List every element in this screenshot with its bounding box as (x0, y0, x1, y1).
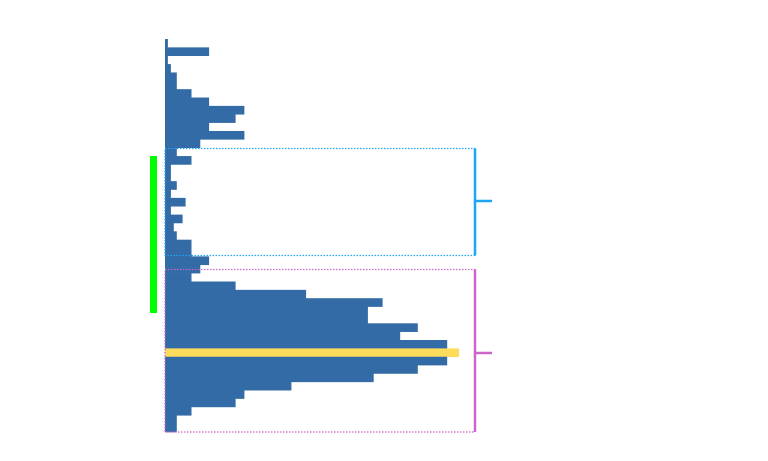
profile-bar (165, 139, 201, 148)
profile-bar (165, 105, 245, 115)
profile-bar (165, 281, 236, 291)
profile-bar (165, 373, 374, 383)
profile-bar (165, 356, 448, 366)
green-range-marker (150, 156, 157, 313)
profile-bar (165, 130, 245, 140)
profile-bar (165, 365, 418, 374)
profile-bar (165, 189, 171, 199)
profile-bar (165, 147, 177, 157)
profile-bar (165, 181, 177, 190)
profile-bar (165, 206, 171, 215)
profile-bar (165, 55, 168, 65)
profile-bar (165, 172, 171, 182)
point-of-control-bar (165, 348, 459, 358)
profile-bar (165, 390, 245, 399)
profile-bar (165, 114, 236, 123)
profile-bar (165, 164, 171, 174)
profile-bar (165, 340, 448, 349)
profile-bar (165, 406, 192, 416)
profile-bar (165, 72, 177, 82)
profile-bar (165, 306, 368, 316)
profile-bar (165, 231, 177, 240)
profile-bar (165, 214, 183, 224)
profile-bar (165, 423, 177, 433)
profile-bar (165, 222, 174, 232)
profile-bar (165, 264, 201, 274)
profile-bars (165, 39, 459, 433)
profile-bar (165, 80, 177, 90)
profile-bar (165, 64, 171, 73)
upper-range-outline (164, 147, 476, 257)
profile-bar (165, 122, 210, 132)
profile-bar (165, 239, 192, 249)
profile-bar (165, 415, 177, 424)
profile-bar (165, 298, 383, 307)
profile-bar (165, 89, 192, 98)
profile-bar (165, 314, 368, 324)
lower-range-box (164, 268, 492, 433)
profile-bar (165, 256, 210, 266)
upper-range-box (164, 147, 492, 257)
profile-bar (165, 289, 307, 299)
profile-bar (165, 323, 418, 332)
profile-bar (165, 47, 210, 57)
profile-bar (165, 398, 236, 408)
profile-bar (165, 156, 192, 165)
profile-bar (165, 97, 210, 107)
profile-bar (165, 39, 168, 48)
profile-bar (165, 248, 192, 257)
profile-bar (165, 273, 192, 282)
profile-bar (165, 331, 401, 341)
profile-bar (165, 381, 292, 391)
profile-bar (165, 197, 186, 207)
